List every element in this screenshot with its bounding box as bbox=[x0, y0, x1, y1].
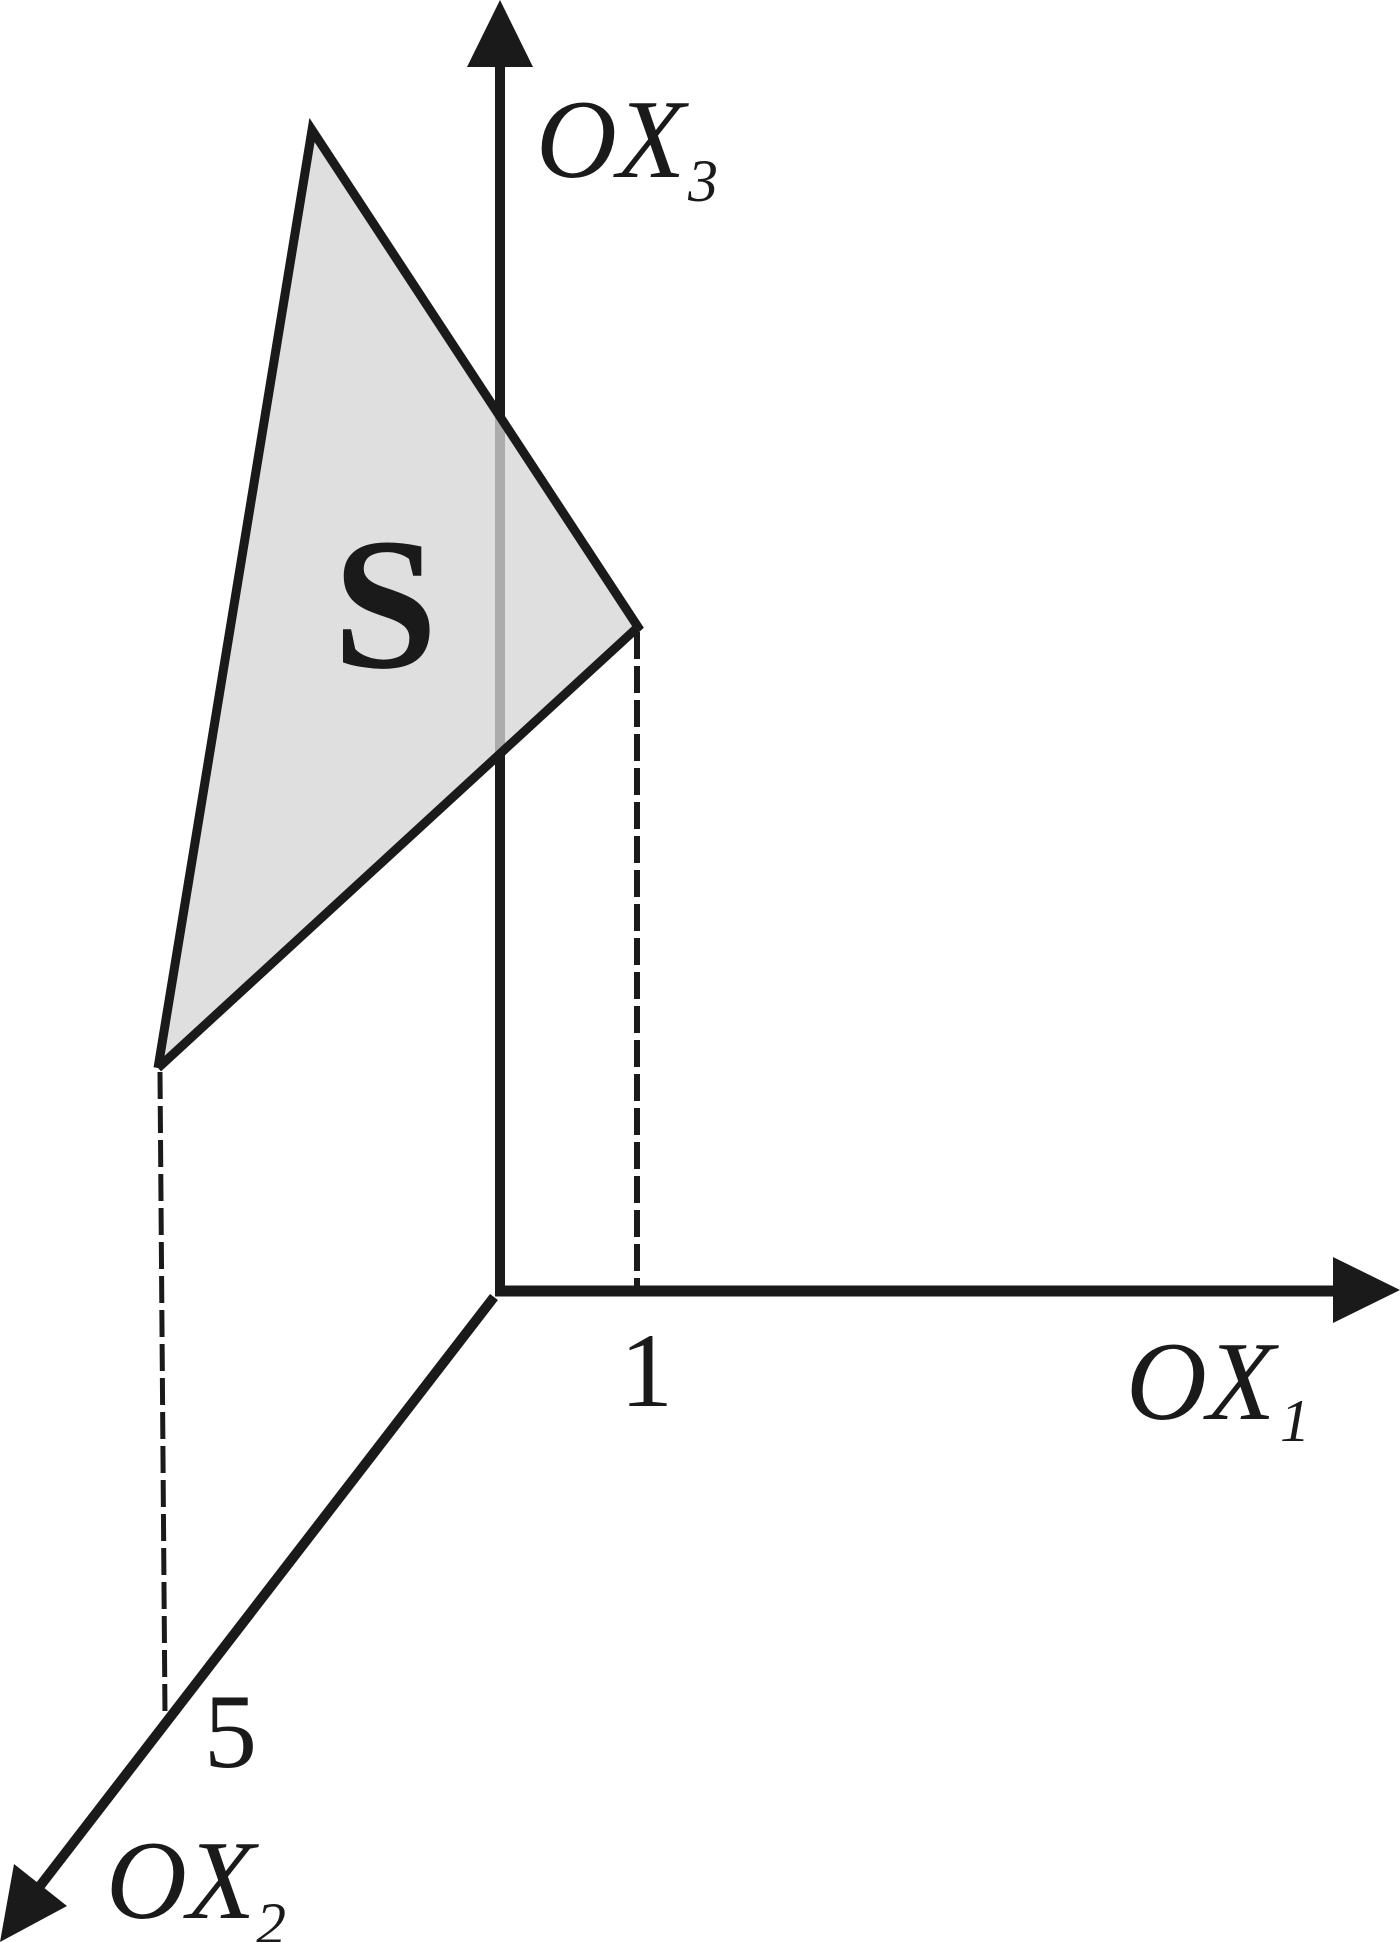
region-s-outline bbox=[153, 117, 644, 1072]
axis-x3-label: OX 3 bbox=[536, 78, 718, 214]
axis-x2 bbox=[0, 1293, 498, 1942]
axis-x2-label-main: OX bbox=[106, 1819, 260, 1942]
axis-x3-label-main: OX bbox=[536, 78, 690, 202]
tick-label-x1: 1 bbox=[620, 1312, 673, 1429]
projection-line-x2 bbox=[157, 1071, 168, 1716]
axis-x2-label-subscript: 2 bbox=[256, 1891, 286, 1942]
axis-x3-label-subscript: 3 bbox=[687, 148, 718, 214]
axis-x2-arrowhead-icon bbox=[0, 1864, 67, 1942]
axis-x2-label: OX 2 bbox=[106, 1819, 286, 1942]
axis-x1 bbox=[495, 1257, 1400, 1323]
region-s bbox=[153, 117, 644, 1072]
axis-x1-label: OX 1 bbox=[1126, 1320, 1310, 1454]
axis-x1-label-main: OX bbox=[1126, 1320, 1280, 1444]
axis-x2-line bbox=[36, 1293, 498, 1890]
axis-x1-label-subscript: 1 bbox=[1280, 1388, 1310, 1454]
axis-x3-arrowhead-icon bbox=[467, 0, 533, 67]
region-s-label: S bbox=[333, 499, 438, 708]
tick-label-x2: 5 bbox=[204, 1673, 257, 1790]
axis-x1-arrowhead-icon bbox=[1333, 1257, 1400, 1323]
